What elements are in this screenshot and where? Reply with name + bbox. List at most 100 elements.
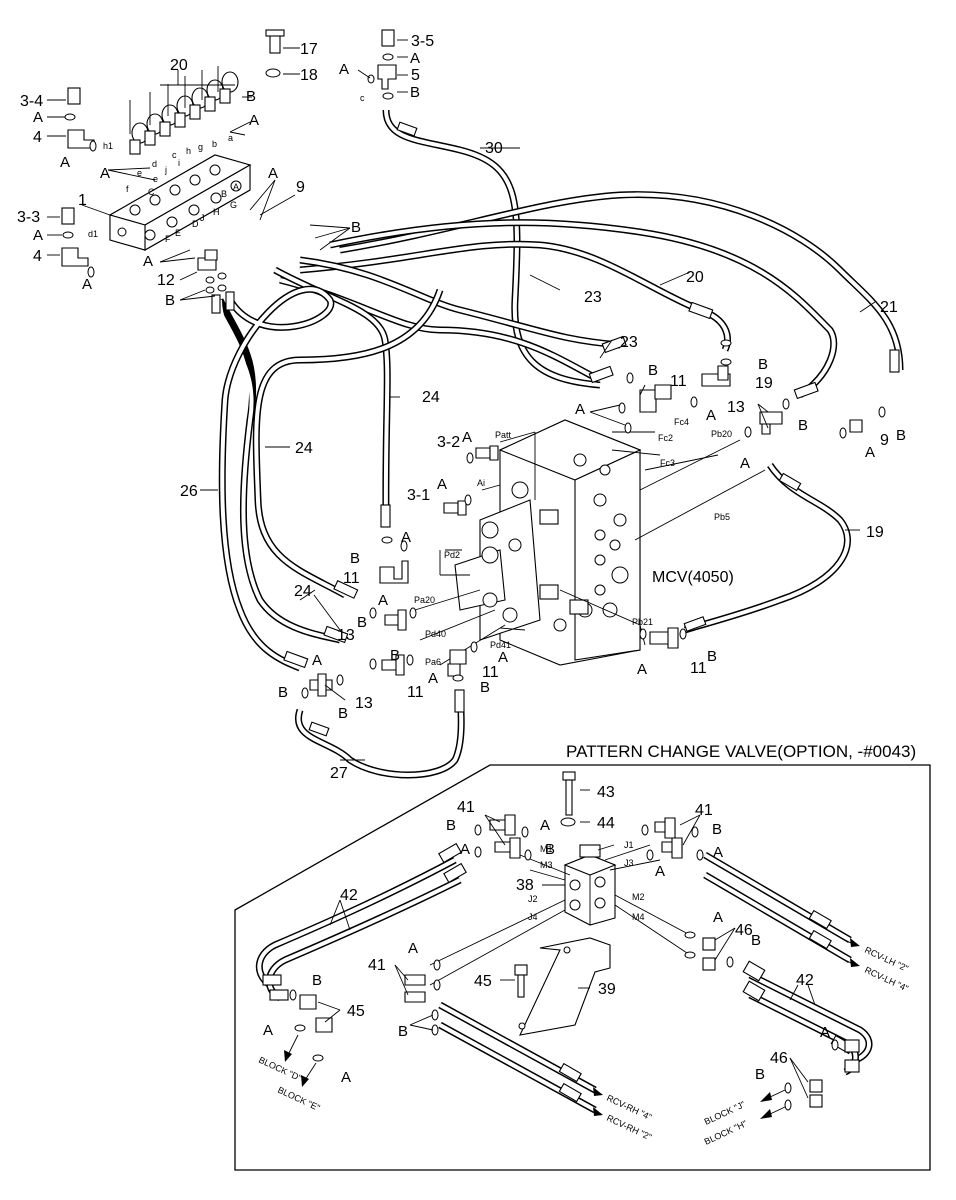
part-label-4b: 4 — [33, 248, 42, 265]
svg-text:A: A — [575, 401, 585, 418]
svg-text:Fc3: Fc3 — [660, 458, 675, 468]
hose-group-main — [216, 109, 904, 779]
svg-text:B: B — [165, 292, 175, 309]
mcv-label: MCV(4050) — [652, 569, 734, 586]
part-label-43: 43 — [597, 784, 615, 801]
svg-text:A: A — [713, 844, 723, 861]
part-label-3-4: 3-4 — [20, 93, 43, 110]
svg-text:M3: M3 — [540, 860, 553, 870]
svg-text:B: B — [758, 356, 768, 373]
part-label-26: 26 — [180, 483, 198, 500]
svg-text:f: f — [126, 184, 129, 194]
oring-letter-labels: A A B B A A A A A A A B A B B B A A B B … — [33, 50, 906, 1086]
svg-text:E: E — [175, 228, 181, 238]
part-label-9: 9 — [296, 179, 305, 196]
svg-text:c: c — [360, 93, 365, 103]
mcv-fittings — [87, 140, 886, 699]
svg-text:Pd2: Pd2 — [444, 550, 460, 560]
svg-text:B: B — [545, 841, 555, 858]
part-label-1: 1 — [78, 192, 87, 209]
upper-leader-lines — [47, 39, 876, 761]
dest-block-d: BLOCK "D" — [257, 1055, 303, 1083]
svg-text:B: B — [755, 1066, 765, 1083]
svg-text:i: i — [178, 158, 180, 168]
remote-control-manifold — [108, 66, 252, 251]
part-label-5: 5 — [411, 67, 420, 84]
svg-text:B: B — [357, 614, 367, 631]
svg-text:A: A — [82, 276, 92, 293]
svg-text:A: A — [637, 661, 647, 678]
part-label-45: 45 — [474, 973, 492, 990]
part-label-3-5: 3-5 — [411, 33, 434, 50]
svg-text:d: d — [152, 159, 157, 169]
svg-text:A: A — [33, 227, 43, 244]
part-label-18: 18 — [300, 67, 318, 84]
part-label-24b: 24 — [295, 440, 313, 457]
svg-text:A: A — [143, 253, 153, 270]
part-label-11-pb21: 11 — [690, 660, 707, 677]
part-label-46: 45 — [347, 1003, 365, 1020]
svg-text:A: A — [820, 1024, 830, 1041]
svg-text:Pa6: Pa6 — [425, 657, 441, 667]
svg-text:A: A — [263, 1022, 273, 1039]
svg-text:B: B — [351, 219, 361, 236]
part-label-11: 20 — [170, 57, 188, 74]
svg-text:B: B — [221, 189, 227, 199]
svg-text:g: g — [198, 142, 203, 152]
part-label-44: 44 — [597, 815, 615, 832]
svg-text:A: A — [401, 529, 411, 546]
part-label-3-1: 3-1 — [407, 487, 430, 504]
inset-title: PATTERN CHANGE VALVE(OPTION, -#0043) — [566, 742, 916, 761]
svg-text:A: A — [460, 841, 470, 858]
part-label-47-b: 46 — [770, 1050, 788, 1067]
svg-text:A: A — [540, 817, 550, 834]
svg-text:B: B — [398, 1023, 408, 1040]
manifold-port-letters: a b c d e f g h i j A B C D E F G H J e — [126, 133, 239, 244]
part-label-13: 13 — [727, 399, 745, 416]
port-labels: c h1 d1 Patt Ai Fc2 Fc3 Fc4 Pb20 Pb5 Pd2… — [88, 93, 734, 922]
svg-text:B: B — [390, 647, 400, 664]
part-label-9b: 9 — [880, 432, 889, 449]
svg-text:A: A — [655, 863, 665, 880]
part-label-24: 24 — [422, 389, 440, 406]
part-label-11-mcv: 11 — [670, 373, 687, 390]
svg-text:B: B — [712, 821, 722, 838]
svg-text:B: B — [648, 362, 658, 379]
part-label-42: 42 — [796, 972, 814, 989]
svg-text:M1: M1 — [540, 844, 553, 854]
svg-text:B: B — [707, 648, 717, 665]
svg-text:A: A — [408, 940, 418, 957]
manifold-top-fittings — [129, 66, 239, 155]
svg-text:B: B — [278, 684, 288, 701]
svg-text:A: A — [33, 109, 43, 126]
svg-text:A: A — [410, 50, 420, 67]
svg-text:B: B — [751, 932, 761, 949]
svg-text:B: B — [338, 705, 348, 722]
part-label-23b: 23 — [620, 334, 638, 351]
svg-text:c: c — [172, 150, 177, 160]
svg-text:Pb20: Pb20 — [711, 429, 732, 439]
svg-text:Pb5: Pb5 — [714, 512, 730, 522]
part-label-40-r: 41 — [695, 802, 713, 819]
svg-text:A: A — [339, 61, 349, 78]
part-label-47-r: 46 — [735, 922, 753, 939]
svg-text:Pd41: Pd41 — [490, 640, 511, 650]
svg-text:A: A — [462, 429, 472, 446]
svg-text:e: e — [137, 168, 142, 178]
svg-text:h1: h1 — [103, 141, 113, 151]
svg-text:Fc4: Fc4 — [674, 417, 689, 427]
svg-text:j: j — [164, 165, 167, 175]
svg-text:Pb21: Pb21 — [632, 617, 653, 627]
svg-text:J4: J4 — [528, 912, 538, 922]
svg-text:B: B — [446, 817, 456, 834]
svg-text:d1: d1 — [88, 229, 98, 239]
svg-text:Ai: Ai — [477, 478, 485, 488]
part-label-30: 30 — [485, 140, 503, 157]
svg-text:B: B — [896, 427, 906, 444]
part-label-24c: 24 — [294, 583, 312, 600]
svg-text:C: C — [148, 187, 155, 197]
svg-text:B: B — [798, 417, 808, 434]
svg-text:A: A — [865, 444, 875, 461]
part-label-12: 12 — [157, 272, 175, 289]
svg-text:h: h — [186, 146, 191, 156]
